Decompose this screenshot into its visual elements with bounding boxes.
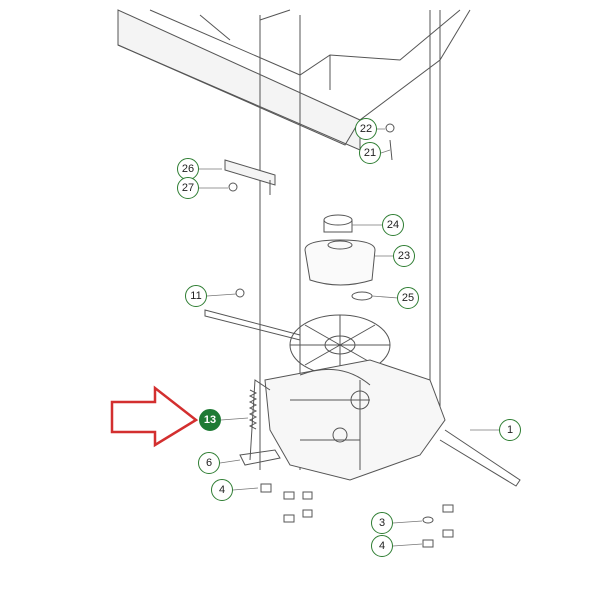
- red-arrow-pointer: [110, 385, 199, 448]
- callout-27[interactable]: 27: [177, 177, 199, 199]
- callout-1[interactable]: 1: [499, 419, 521, 441]
- callout-21[interactable]: 21: [359, 142, 381, 164]
- callout-13-highlighted[interactable]: 13: [199, 409, 221, 431]
- callout-4[interactable]: 4: [211, 479, 233, 501]
- frame-drawing: [117, 9, 471, 470]
- transmission-drawing: [249, 359, 521, 487]
- callout-11[interactable]: 11: [185, 285, 207, 307]
- callout-25[interactable]: 25: [397, 287, 419, 309]
- callout-22[interactable]: 22: [355, 118, 377, 140]
- callout-6[interactable]: 6: [198, 452, 220, 474]
- callout-23[interactable]: 23: [393, 245, 415, 267]
- nuts-drawing: [260, 483, 454, 548]
- callout-24[interactable]: 24: [382, 214, 404, 236]
- leader-lines: [199, 128, 499, 547]
- callout-4-lower[interactable]: 4: [371, 535, 393, 557]
- callout-3[interactable]: 3: [371, 512, 393, 534]
